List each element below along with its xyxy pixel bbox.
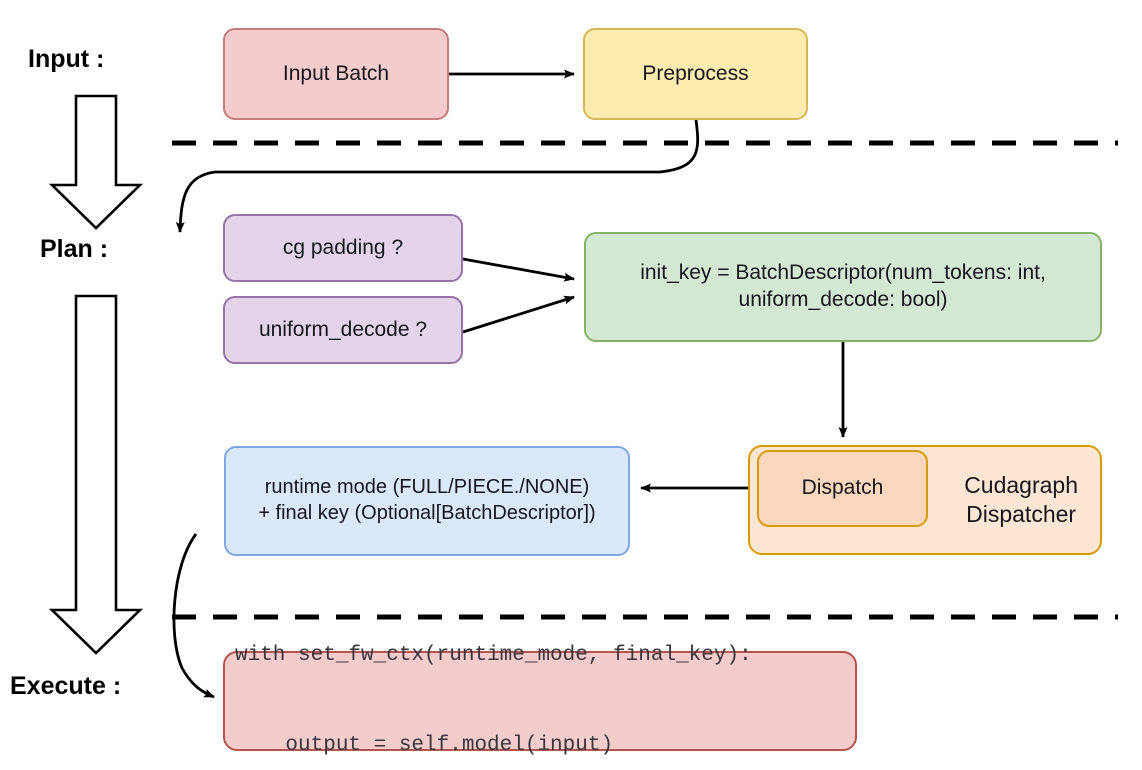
stage-label-execute: Execute : (10, 672, 122, 700)
node-cg-padding[interactable]: cg padding ? (223, 214, 463, 282)
node-dispatch[interactable]: Dispatch (757, 450, 928, 527)
node-init-key-line2: uniform_decode: bool) (738, 288, 948, 311)
node-init-key-text: init_key = BatchDescriptor(num_tokens: i… (594, 260, 1092, 314)
node-init-key-line1: init_key = BatchDescriptor(num_tokens: i… (640, 261, 1046, 285)
node-input-batch-label: Input Batch (282, 61, 390, 85)
node-runtime-mode-text: runtime mode (FULL/PIECE./NONE) + final … (234, 475, 620, 526)
edge-cg-padding-to-init-key (462, 257, 575, 282)
node-init-key[interactable]: init_key = BatchDescriptor(num_tokens: i… (584, 232, 1102, 342)
node-preprocess[interactable]: Preprocess (583, 28, 808, 120)
stage-label-input: Input : (28, 45, 105, 73)
node-exec-code-text: with set_fw_ctx(runtime_mode, final_key)… (235, 582, 847, 770)
node-cudagraph-dispatcher-line2: Dispatcher (966, 501, 1077, 527)
node-cudagraph-dispatcher-text: Cudagraph Dispatcher (964, 471, 1078, 530)
node-uniform-decode-label: uniform_decode ? (258, 317, 428, 341)
node-exec-code[interactable]: with set_fw_ctx(runtime_mode, final_key)… (223, 644, 857, 757)
edge-runtime-mode-to-exec-code (172, 533, 215, 699)
node-exec-code-line1: with set_fw_ctx(runtime_mode, final_key)… (235, 644, 752, 668)
input-to-plan-flow-arrow (48, 94, 144, 230)
node-exec-code-line2: output = self.model(input) (235, 733, 614, 757)
node-runtime-mode[interactable]: runtime mode (FULL/PIECE./NONE) + final … (224, 446, 630, 556)
node-preprocess-label: Preprocess (642, 61, 749, 85)
edge-uniform-decode-to-init-key (462, 295, 575, 334)
node-dispatch-label: Dispatch (801, 476, 884, 500)
plan-to-execute-flow-arrow (48, 294, 144, 655)
node-input-batch[interactable]: Input Batch (223, 28, 449, 120)
node-cg-padding-label: cg padding ? (282, 235, 404, 259)
node-runtime-mode-line1: runtime mode (FULL/PIECE./NONE) (264, 476, 590, 499)
node-cudagraph-dispatcher-line1: Cudagraph (964, 471, 1078, 498)
stage-label-plan: Plan : (40, 235, 109, 263)
node-uniform-decode[interactable]: uniform_decode ? (223, 296, 463, 364)
node-runtime-mode-line2: + final key (Optional[BatchDescriptor]) (258, 502, 596, 524)
